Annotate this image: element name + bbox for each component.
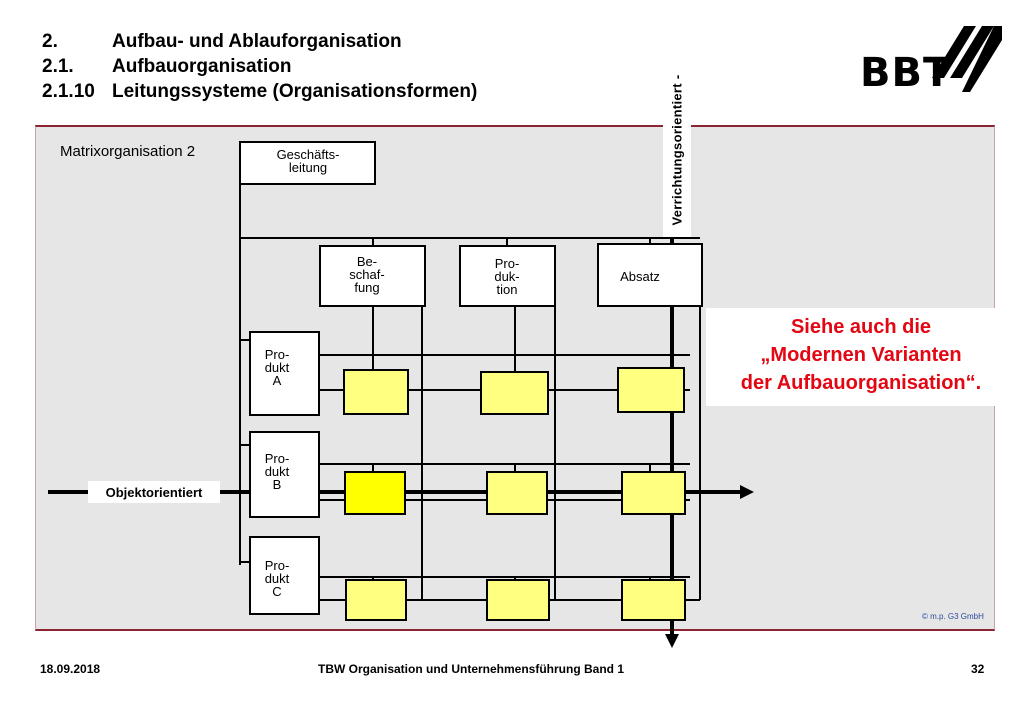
box-produkt-c: [249, 536, 320, 615]
box-produktion: [459, 245, 556, 307]
arrow-down-icon: [665, 634, 679, 648]
logo-text: BBT: [860, 50, 952, 96]
label-geschaeftsleitung: Geschäfts-leitung: [276, 147, 340, 175]
section-number: 2.: [42, 31, 58, 52]
note-line: „Modernen Varianten: [760, 344, 962, 366]
box-geschaeftsleitung: [239, 141, 376, 185]
label-produktion: Pro-duk-tion: [494, 256, 520, 297]
page-number: 32: [971, 662, 985, 676]
section-title: Aufbau- und Ablauforganisation: [112, 31, 402, 52]
vertical-axis-label-box: [663, 60, 691, 238]
matrix-cell-b-absatz: [621, 471, 686, 515]
note-box: Siehe auch die „Modernen Varianten der A…: [706, 308, 1016, 406]
section-title: Aufbauorganisation: [112, 56, 292, 77]
matrix-cell-c-produktion: [486, 579, 550, 621]
box-beschaffung: [319, 245, 426, 307]
note-line: Siehe auch die: [790, 316, 932, 338]
footer-title: TBW Organisation und Unternehmensführung…: [318, 662, 624, 676]
footer-date: 18.09.2018: [40, 662, 101, 676]
note-line: der Aufbauorganisation“.: [740, 372, 982, 394]
matrix-cell-a-beschaffung: [343, 369, 409, 415]
box-produkt-b: [249, 431, 320, 518]
header-line-1: 2. Aufbau- und Ablauforganisation: [42, 30, 402, 54]
bbt-logo-icon: [932, 26, 1002, 92]
matrix-cell-a-absatz: [617, 367, 685, 413]
header-line-3: 2.1.10 Leitungssysteme (Organisationsform…: [42, 80, 477, 104]
matrix-cell-a-produktion: [480, 371, 549, 415]
box-produkt-a: [249, 331, 320, 416]
matrix-cell-c-absatz: [621, 579, 686, 621]
box-absatz: [597, 243, 703, 307]
matrix-cell-b-beschaffung: [344, 471, 406, 515]
section-title: Leitungssysteme (Organisationsformen): [112, 81, 478, 102]
label-absatz: Absatz: [620, 269, 660, 284]
header-line-2: 2.1. Aufbauorganisation: [42, 55, 291, 79]
copyright-text: © m.p. G3 GmbH: [922, 612, 984, 621]
label-beschaffung: Be-schaf-fung: [349, 254, 385, 295]
horizontal-axis-label: Objektorientiert: [88, 481, 220, 503]
arrow-right-icon: [740, 485, 754, 499]
section-number: 2.1.: [42, 56, 74, 77]
diagram-title: Matrixorganisation 2: [60, 143, 196, 160]
matrix-cell-c-beschaffung: [345, 579, 407, 621]
matrix-cell-b-produktion: [486, 471, 548, 515]
section-number: 2.1.10: [42, 81, 95, 102]
